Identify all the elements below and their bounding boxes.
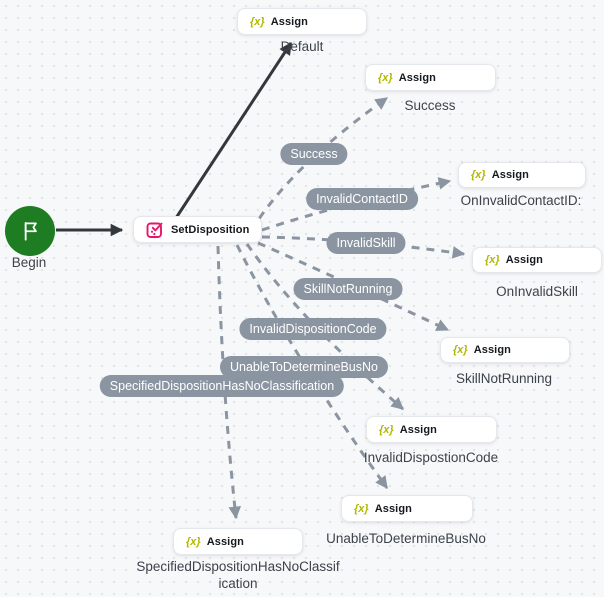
node-title: Assign <box>505 254 543 266</box>
node-caption: SkillNotRunning <box>455 371 553 386</box>
edge-label[interactable]: SpecifiedDispositionHasNoClassification <box>99 375 345 397</box>
assign-node[interactable]: {x} Assign <box>366 416 497 443</box>
edge-label[interactable]: UnableToDetermineBusNo <box>220 356 388 378</box>
edge-label[interactable]: InvalidContactID <box>306 188 418 210</box>
assign-variable-icon: {x} <box>354 502 369 515</box>
node-title: Assign <box>473 344 511 356</box>
assign-node[interactable]: {x} Assign <box>173 528 303 555</box>
node-title: SetDisposition <box>171 223 250 236</box>
assign-node[interactable]: {x} Assign <box>472 247 602 273</box>
setdisposition-checklist-icon <box>146 222 163 238</box>
node-caption: UnableToDetermineBusNo <box>326 531 486 546</box>
edge-setdisposition-to-oninvalidcontactid[interactable] <box>261 177 452 232</box>
node-caption: Default <box>280 39 324 54</box>
edge-setdisposition-to-success[interactable] <box>249 96 389 232</box>
node-title: Assign <box>270 15 308 28</box>
node-title: Assign <box>399 423 437 436</box>
node-caption: SpecifiedDispositionHasNoClassification <box>136 559 340 591</box>
edge-label[interactable]: SkillNotRunning <box>293 278 403 300</box>
node-caption: InvalidDispostionCode <box>363 450 499 465</box>
node-title: Assign <box>206 535 244 548</box>
edge-label[interactable]: Success <box>280 143 348 165</box>
node-caption: OnInvalidContactID: <box>460 193 582 208</box>
begin-node[interactable] <box>5 206 55 256</box>
assign-variable-icon: {x} <box>250 15 265 28</box>
node-caption: Success <box>404 98 456 113</box>
node-title: Assign <box>398 71 436 84</box>
edge-setdisposition-to-default[interactable] <box>174 41 293 219</box>
assign-node[interactable]: {x} Assign <box>458 162 586 188</box>
assign-node[interactable]: {x} Assign <box>365 64 496 91</box>
setdisposition-node[interactable]: SetDisposition <box>133 216 262 243</box>
begin-caption: Begin <box>11 255 47 270</box>
assign-variable-icon: {x} <box>379 423 394 436</box>
assign-variable-icon: {x} <box>378 71 393 84</box>
assign-node[interactable]: {x} Assign <box>341 495 473 522</box>
node-title: Assign <box>374 502 412 515</box>
assign-variable-icon: {x} <box>471 169 486 181</box>
flag-icon <box>24 221 37 241</box>
assign-node[interactable]: {x} Assign <box>440 337 570 363</box>
assign-node[interactable]: {x} Assign <box>237 8 367 35</box>
assign-variable-icon: {x} <box>453 344 468 356</box>
node-title: Assign <box>491 169 529 181</box>
assign-variable-icon: {x} <box>485 254 500 266</box>
edge-label[interactable]: InvalidDispositionCode <box>239 318 387 340</box>
node-caption: OnInvalidSkill <box>496 284 578 299</box>
assign-variable-icon: {x} <box>186 535 201 548</box>
edge-label[interactable]: InvalidSkill <box>326 232 406 254</box>
